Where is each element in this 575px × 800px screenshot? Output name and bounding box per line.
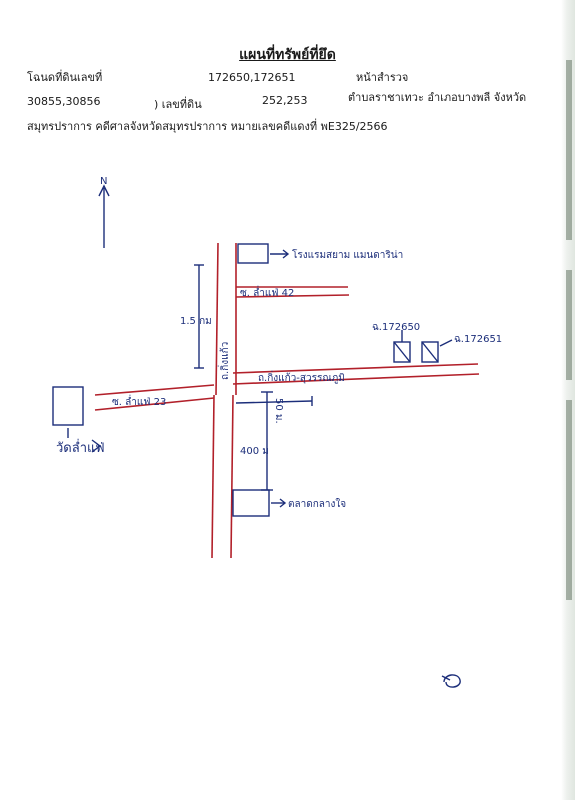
deed-label: โฉนดที่ดินเลขที่: [27, 71, 103, 84]
distance-upper-dimension: 1.5 กม: [180, 264, 212, 369]
scan-edge-mark: [566, 400, 572, 600]
plot-172651: ฉ.172651: [421, 334, 502, 363]
soi-lamlae-23-label: ซ. ล่ำแฟ่ 23: [112, 394, 166, 408]
plot-172650: ฉ.172650: [372, 322, 420, 363]
soi-lamlae-42-label: ซ. ล่ำแฟ่ 42: [240, 285, 294, 299]
market-box: [232, 489, 270, 517]
case-line: สมุทรปราการ คดีศาลจังหวัดสมุทรปราการ หมา…: [27, 120, 388, 133]
hand-drawn-map: N โรงแรมสยาม แมนดาริน่า ซ.: [52, 176, 502, 688]
plot-172651-label: ฉ.172651: [454, 334, 502, 345]
north-label: N: [100, 176, 107, 187]
main-road-vertical: [211, 242, 237, 559]
temple-pointer-arrow: [91, 439, 102, 453]
road-horizontal-label: ถ.กิ่งแก้ว-สุวรรณภูมิ: [258, 370, 345, 384]
market-label: ตลาดกลางใจ: [288, 498, 346, 510]
hotel-label: โรงแรมสยาม แมนดาริน่า: [292, 248, 403, 261]
hotel-box: [237, 243, 269, 264]
road-horizontal-right: [232, 363, 480, 385]
distance-lower-dimension: 400 ม: [240, 391, 273, 491]
scan-edge-mark: [566, 270, 572, 380]
deed-numbers: 172650,172651: [208, 71, 296, 84]
land-number-label: ) เลขที่ดิน: [154, 98, 202, 111]
distance-short-dimension: 50 ม.: [235, 396, 313, 424]
distance-upper-label: 1.5 กม: [180, 316, 212, 327]
scan-edge-mark: [566, 60, 572, 240]
north-arrow: N: [98, 176, 110, 248]
plot-172650-label: ฉ.172650: [372, 322, 420, 333]
soi-lamlae-42-road: [235, 286, 350, 298]
distance-lower-label: 400 ม: [240, 446, 269, 457]
survey-page-label: หน้าสำรวจ: [356, 71, 409, 84]
distance-short-label: 50 ม.: [273, 398, 284, 424]
survey-page-numbers: 30855,30856: [27, 95, 101, 108]
signature-scribble: [443, 674, 461, 688]
soi-lamlae-23-road: [94, 384, 215, 411]
page-title: แผนที่ทรัพย์ที่ยึด: [239, 47, 336, 63]
land-numbers: 252,253: [262, 94, 308, 107]
main-road-vertical-label: ถ.กิ่งแก้ว: [217, 342, 231, 380]
temple-box: [52, 386, 84, 426]
location-line: ตำบลราชาเทวะ อำเภอบางพลี จังหวัด: [348, 91, 527, 104]
